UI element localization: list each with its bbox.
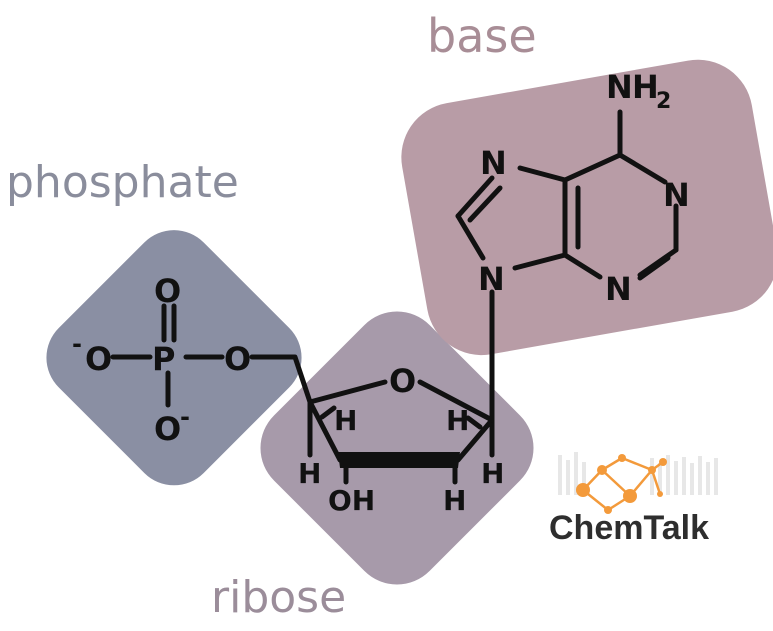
nh2-subscript: 2	[656, 89, 671, 114]
phosphate-label: phosphate	[6, 157, 239, 208]
hydrogen-c4-up: H	[334, 404, 357, 437]
base-label: base	[427, 9, 537, 63]
n9-atom: N	[478, 260, 505, 298]
hydroxyl-group: OH	[328, 484, 375, 517]
ribose-label: ribose	[211, 572, 346, 623]
hydrogen-c1-down: H	[481, 457, 504, 490]
oxygen-right: O	[224, 340, 251, 378]
phosphorus-atom: P	[152, 340, 175, 378]
logo-wordmark: ChemTalk	[549, 509, 709, 547]
ring-oxygen: O	[389, 362, 416, 400]
charge-left: -	[72, 330, 82, 358]
charge-bottom: -	[180, 403, 190, 431]
oxygen-double: O	[154, 272, 181, 310]
chemtalk-logo: ChemTalk	[549, 452, 718, 547]
base-region	[401, 59, 773, 356]
ribose-bold-bond	[338, 452, 460, 468]
hydrogen-c4-down: H	[298, 457, 321, 490]
atom-labels: N H 2 N N N N P O O - O O - O H H H H H …	[72, 68, 690, 517]
n7-atom: N	[480, 144, 507, 182]
phosphate-region	[46, 230, 302, 486]
ribose-region	[260, 311, 534, 585]
hydrogen-c1-up: H	[446, 404, 469, 437]
molecule-network-icon	[558, 452, 718, 514]
oxygen-bottom: O	[154, 410, 181, 448]
nh2-n: N	[606, 68, 633, 106]
n3-atom: N	[605, 270, 632, 308]
nh2-h: H	[632, 68, 659, 106]
bonds	[110, 109, 679, 485]
hydrogen-c2-down: H	[443, 484, 466, 517]
oxygen-left: O	[85, 340, 112, 378]
n1-atom: N	[663, 176, 690, 214]
